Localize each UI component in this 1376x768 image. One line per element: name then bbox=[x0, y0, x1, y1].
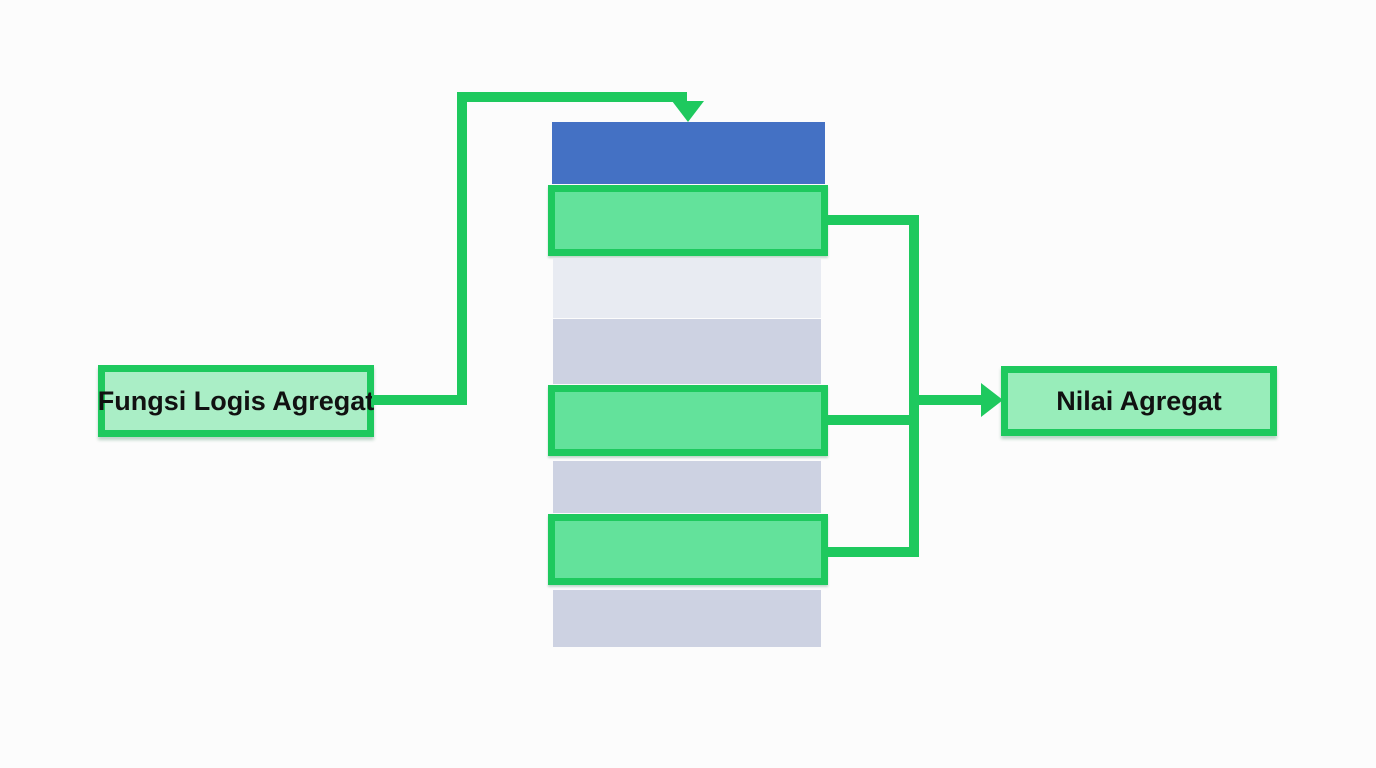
connector-input-top bbox=[457, 92, 687, 102]
connector-trunk bbox=[909, 215, 919, 557]
connector-input-horizontal bbox=[372, 395, 467, 405]
connector-row1 bbox=[825, 215, 919, 225]
column-header-row bbox=[552, 122, 825, 184]
connector-output bbox=[915, 395, 983, 405]
input-node-label: Fungsi Logis Agregat bbox=[97, 385, 375, 416]
output-node-nilai-agregat: Nilai Agregat bbox=[1001, 366, 1277, 436]
highlighted-row bbox=[548, 385, 828, 456]
arrow-right-icon bbox=[981, 383, 1003, 417]
data-column bbox=[548, 122, 828, 647]
connector-row2 bbox=[825, 415, 914, 425]
connector-input-vertical bbox=[457, 92, 467, 405]
output-node-label: Nilai Agregat bbox=[1056, 385, 1222, 416]
highlighted-row bbox=[548, 514, 828, 585]
data-row bbox=[553, 258, 821, 318]
input-node-fungsi-logis-agregat: Fungsi Logis Agregat bbox=[98, 365, 374, 437]
connector-row3 bbox=[825, 547, 919, 557]
highlighted-row bbox=[548, 185, 828, 256]
data-row bbox=[553, 461, 821, 513]
data-row bbox=[553, 319, 821, 384]
data-row bbox=[553, 590, 821, 647]
arrow-down-icon bbox=[672, 101, 704, 122]
